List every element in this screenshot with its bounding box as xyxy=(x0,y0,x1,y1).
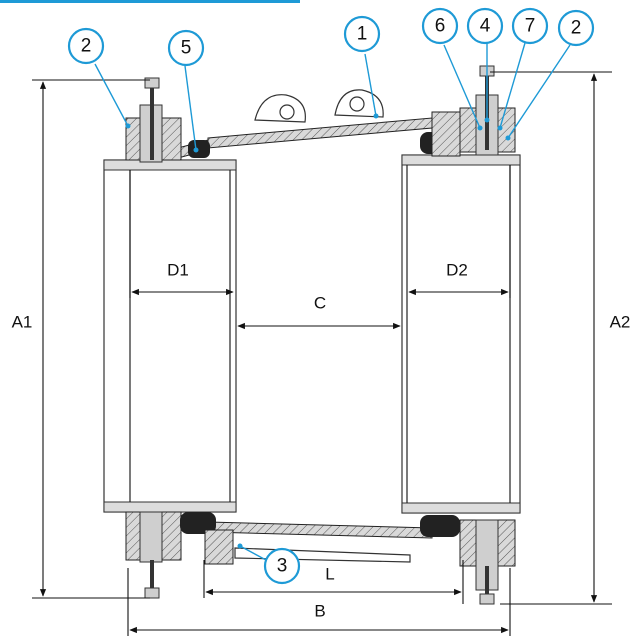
svg-text:2: 2 xyxy=(81,36,92,57)
top-sleeve xyxy=(125,65,516,163)
bottom-sleeve xyxy=(125,511,516,605)
callout-6: 6 xyxy=(421,7,459,45)
svg-text:5: 5 xyxy=(181,38,192,59)
dimension-label-l: L xyxy=(325,565,334,584)
dimension-a2: A2 xyxy=(490,71,631,605)
svg-text:6: 6 xyxy=(435,16,446,37)
dimension-label-d1: D1 xyxy=(167,261,189,280)
right-pipe xyxy=(401,154,521,514)
dimension-d2: D2 xyxy=(408,165,511,298)
dimension-b: B xyxy=(127,568,511,636)
cropped-caption-strip xyxy=(0,0,300,3)
svg-text:2: 2 xyxy=(571,18,582,39)
dimension-label-c: C xyxy=(314,294,326,313)
callout-4: 4 xyxy=(466,7,504,45)
left-pipe xyxy=(103,159,237,513)
callout-7: 7 xyxy=(511,7,549,45)
dimension-d1: D1 xyxy=(129,170,234,298)
callout-5: 5 xyxy=(167,29,205,67)
dimension-label-d2: D2 xyxy=(446,261,468,280)
dimension-l: L xyxy=(203,560,464,604)
callout-1: 1 xyxy=(343,15,381,53)
svg-text:3: 3 xyxy=(277,556,288,577)
callout-2-left: 2 xyxy=(67,27,105,65)
dimension-label-b: B xyxy=(314,602,325,621)
dimension-c: C xyxy=(237,294,401,330)
svg-text:1: 1 xyxy=(357,24,368,45)
svg-text:7: 7 xyxy=(525,16,536,37)
dimension-label-a1: A1 xyxy=(12,313,33,332)
svg-text:4: 4 xyxy=(480,16,491,37)
callout-leaders xyxy=(94,42,571,561)
callout-2-right: 2 xyxy=(557,9,595,47)
dimension-label-a2: A2 xyxy=(610,313,631,332)
dimension-a1: A1 xyxy=(10,79,150,599)
callout-3: 3 xyxy=(263,547,301,585)
